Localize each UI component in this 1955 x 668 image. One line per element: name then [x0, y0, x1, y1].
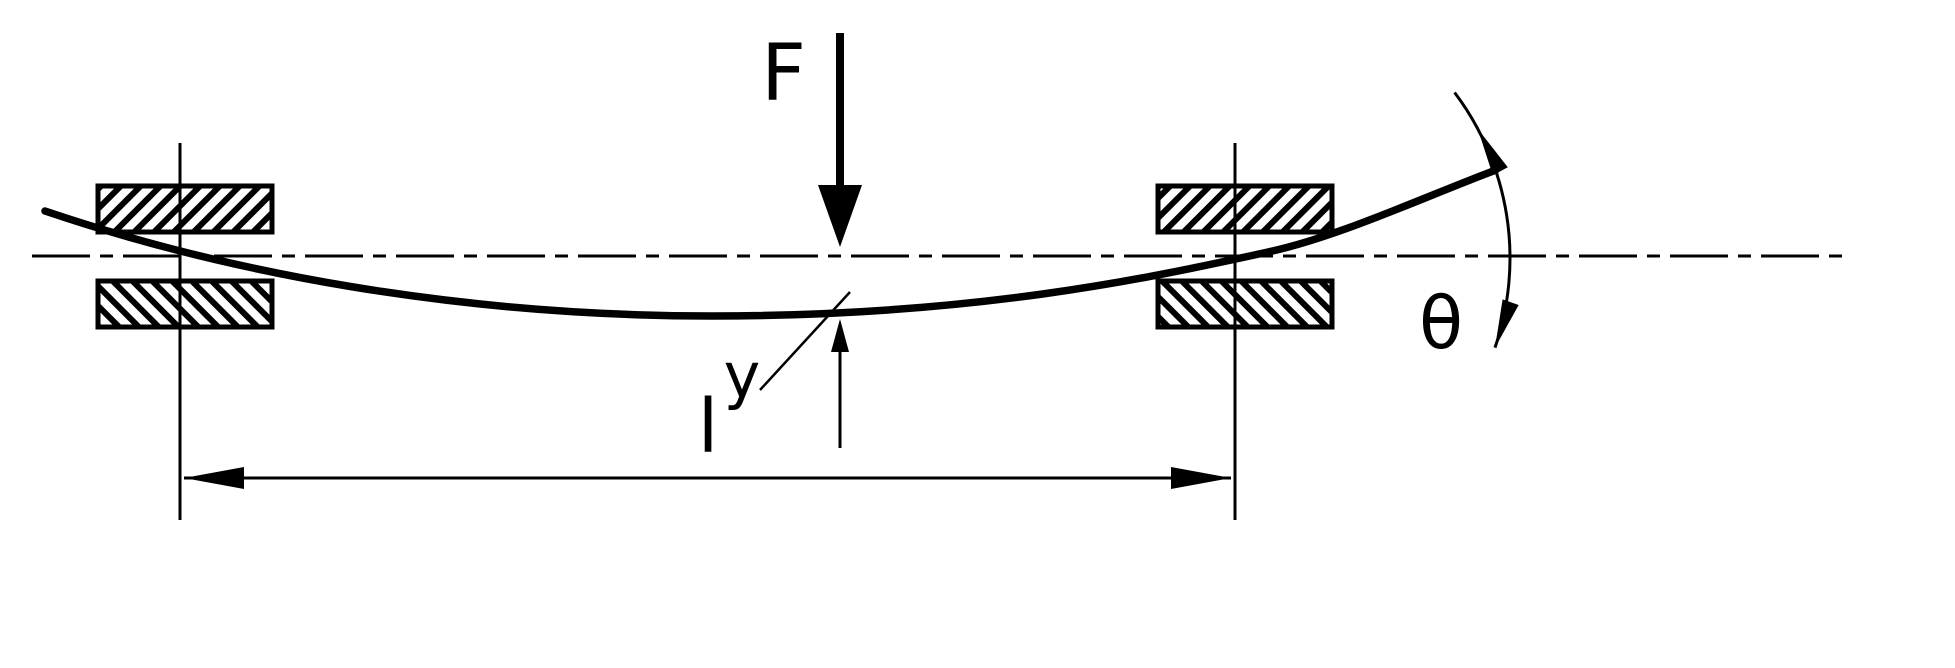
left-bearing-block-top [95, 183, 275, 235]
right-support [1155, 143, 1335, 520]
span-label: l [698, 384, 719, 470]
slope-angle-arrowhead-top [1477, 128, 1508, 176]
span-arrowhead-right [1171, 467, 1231, 489]
span-arrowhead-left [184, 467, 244, 489]
slope-angle-label: θ [1419, 281, 1463, 365]
right-bearing-block-top [1155, 183, 1335, 235]
span-dimension: l [184, 384, 1231, 489]
slope-angle-arrowhead-bottom [1495, 299, 1519, 348]
deflected-beam-curve [41, 166, 1500, 320]
right-bearing-block-bottom [1155, 278, 1335, 330]
deflection-label: y [724, 339, 761, 412]
slope-angle-dimension: θ [1419, 91, 1519, 365]
deflection-arrowhead [831, 319, 849, 352]
force-arrowhead [818, 185, 862, 247]
force-load: F [761, 29, 862, 247]
left-bearing-block-bottom [95, 278, 275, 330]
force-label: F [761, 29, 806, 119]
left-support [95, 143, 275, 520]
deflection-leader-line [759, 291, 851, 391]
deflection-dimension: y [724, 291, 851, 448]
